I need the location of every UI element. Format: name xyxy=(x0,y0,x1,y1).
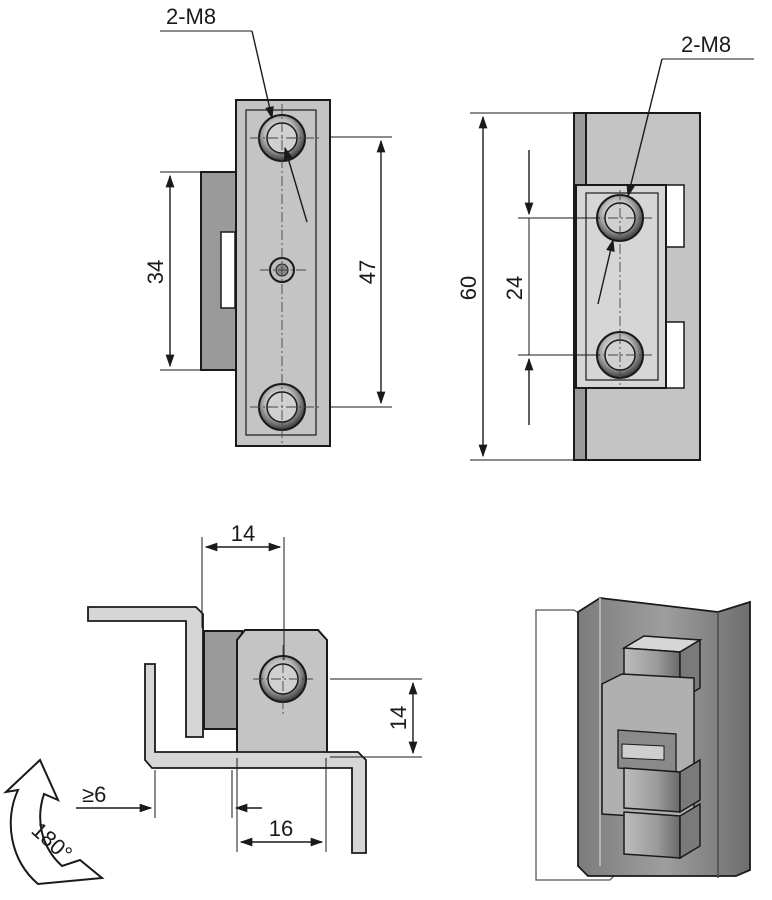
top-view: 14 14 ≥6 16 180° xyxy=(2,521,422,886)
rear-leaf-slot xyxy=(220,231,236,309)
callout-2m8-side: 2-M8 xyxy=(681,32,731,57)
iso-knuckle-middle xyxy=(623,758,701,814)
callout-2m8-front: 2-M8 xyxy=(166,4,216,29)
side-view: 60 24 2-M8 xyxy=(456,32,754,461)
lower-bracket xyxy=(144,663,367,854)
dim-14-height: 14 xyxy=(386,706,411,730)
front-view: 34 47 2-M8 xyxy=(143,4,392,447)
side-slot-top xyxy=(665,184,685,248)
side-slot-bottom xyxy=(665,321,685,389)
dim-gap-6: ≥6 xyxy=(82,782,106,807)
hinge-body-back xyxy=(203,630,243,730)
dim-14-width: 14 xyxy=(231,521,255,546)
side-front-leaf-inner xyxy=(585,192,659,381)
isometric-view xyxy=(535,597,751,881)
dim-47: 47 xyxy=(355,260,380,284)
front-plate-inner xyxy=(245,109,317,436)
rotation-arrow-icon xyxy=(2,758,105,886)
dim-16: 16 xyxy=(269,816,293,841)
dim-34: 34 xyxy=(143,260,168,284)
upper-bracket xyxy=(87,606,204,738)
dim-60: 60 xyxy=(456,276,481,300)
iso-knuckle-bottom xyxy=(623,802,701,860)
dim-24: 24 xyxy=(502,276,527,300)
